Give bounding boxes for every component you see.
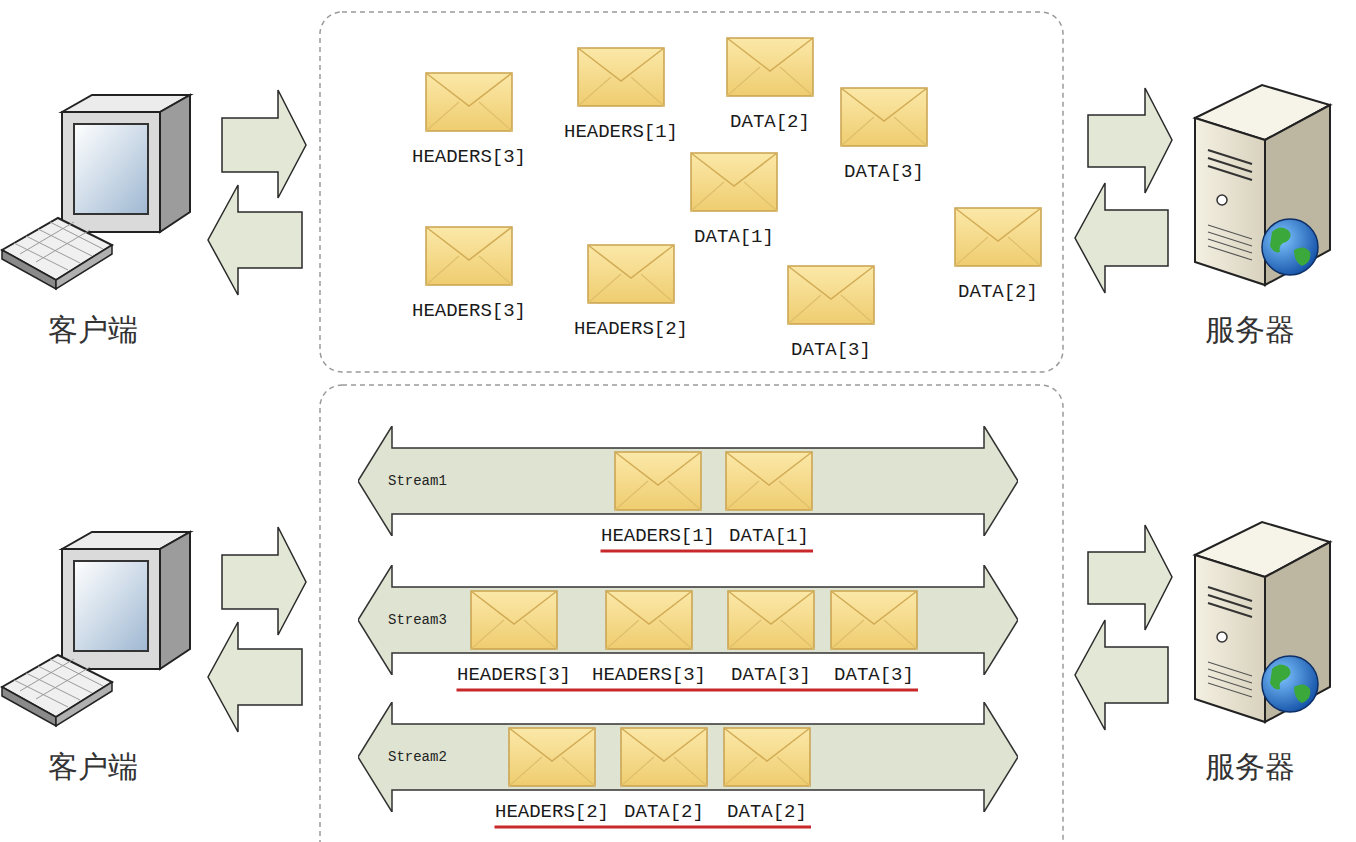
frame-label: HEADERS[2] bbox=[574, 318, 689, 340]
server: 服务器 bbox=[1180, 80, 1320, 348]
envelope-icon bbox=[587, 244, 675, 304]
frame-envelope: DATA[2] bbox=[723, 727, 811, 823]
envelope-icon bbox=[727, 590, 815, 650]
frame-envelope: DATA[1] bbox=[690, 152, 778, 248]
frame-envelope: DATA[3] bbox=[727, 590, 815, 686]
frame-label: DATA[2] bbox=[954, 281, 1042, 303]
server-icon bbox=[1195, 522, 1330, 722]
frame-envelope: DATA[2] bbox=[620, 727, 708, 823]
envelope-icon bbox=[690, 152, 778, 212]
frame-envelope: DATA[1] bbox=[725, 451, 813, 547]
frame-envelope: HEADERS[1] bbox=[601, 451, 716, 547]
frame-envelope: DATA[3] bbox=[787, 265, 875, 361]
frame-envelope: HEADERS[3] bbox=[412, 72, 527, 168]
host-label: 客户端 bbox=[48, 312, 138, 348]
frame-envelope: HEADERS[1] bbox=[564, 47, 679, 143]
envelope-icon bbox=[723, 727, 811, 787]
frame-envelope: HEADERS[2] bbox=[495, 727, 610, 823]
stream-label: Stream3 bbox=[388, 609, 447, 631]
envelope-icon bbox=[620, 727, 708, 787]
envelope-icon bbox=[508, 727, 596, 787]
flow-arrows bbox=[208, 525, 1172, 732]
frame-envelope: DATA[3] bbox=[830, 590, 918, 686]
frame-label: DATA[1] bbox=[725, 525, 813, 547]
envelope-icon bbox=[840, 87, 928, 147]
envelope-icon bbox=[726, 37, 814, 97]
red-underline bbox=[495, 826, 812, 829]
frame-label: HEADERS[3] bbox=[412, 300, 527, 322]
client-computer: 客户端 bbox=[0, 522, 186, 785]
stream-band: Stream2HEADERS[2]DATA[2]DATA[2] bbox=[358, 702, 1018, 812]
dashed-region bbox=[320, 12, 1063, 372]
envelope-icon bbox=[470, 590, 558, 650]
frame-label: HEADERS[3] bbox=[592, 664, 707, 686]
envelope-icon bbox=[830, 590, 918, 650]
frame-envelope: HEADERS[3] bbox=[412, 226, 527, 322]
frame-label: HEADERS[3] bbox=[412, 146, 527, 168]
frame-envelope: HEADERS[3] bbox=[457, 590, 572, 686]
dashed-region bbox=[320, 385, 1063, 842]
frame-label: HEADERS[1] bbox=[564, 121, 679, 143]
frame-label: DATA[2] bbox=[723, 801, 811, 823]
band-outline bbox=[358, 426, 1018, 536]
frame-envelope: DATA[2] bbox=[726, 37, 814, 133]
host-label: 客户端 bbox=[48, 749, 138, 785]
computer-icon bbox=[2, 532, 190, 726]
frame-label: HEADERS[1] bbox=[601, 525, 716, 547]
stream-band: Stream1HEADERS[1]DATA[1] bbox=[358, 426, 1018, 536]
frame-label: DATA[3] bbox=[787, 339, 875, 361]
envelope-icon bbox=[954, 207, 1042, 267]
red-underline bbox=[457, 689, 919, 692]
host-label: 服务器 bbox=[1205, 749, 1295, 785]
host-label: 服务器 bbox=[1205, 312, 1295, 348]
frame-label: DATA[3] bbox=[727, 664, 815, 686]
band-outline bbox=[358, 565, 1018, 675]
envelope-icon bbox=[787, 265, 875, 325]
frame-label: DATA[2] bbox=[620, 801, 708, 823]
envelope-icon bbox=[425, 226, 513, 286]
stream-label: Stream1 bbox=[388, 470, 447, 492]
frame-envelope: HEADERS[2] bbox=[574, 244, 689, 340]
envelope-icon bbox=[577, 47, 665, 107]
server-icon bbox=[1195, 85, 1330, 285]
red-underline bbox=[601, 550, 814, 553]
server: 服务器 bbox=[1180, 517, 1320, 785]
client-computer: 客户端 bbox=[0, 85, 186, 348]
envelope-icon bbox=[605, 590, 693, 650]
frame-label: DATA[3] bbox=[840, 161, 928, 183]
flow-arrows bbox=[208, 88, 1172, 295]
frame-envelope: DATA[2] bbox=[954, 207, 1042, 303]
envelope-icon bbox=[614, 451, 702, 511]
envelope-icon bbox=[425, 72, 513, 132]
frame-label: DATA[3] bbox=[830, 664, 918, 686]
band-outline bbox=[358, 702, 1018, 812]
envelope-icon bbox=[725, 451, 813, 511]
stream-band: Stream3HEADERS[3]HEADERS[3]DATA[3]DATA[3… bbox=[358, 565, 1018, 675]
frame-label: DATA[1] bbox=[690, 226, 778, 248]
frame-label: DATA[2] bbox=[726, 111, 814, 133]
stream-label: Stream2 bbox=[388, 746, 447, 768]
frame-envelope: HEADERS[3] bbox=[592, 590, 707, 686]
computer-icon bbox=[2, 95, 190, 289]
frame-label: HEADERS[2] bbox=[495, 801, 610, 823]
frame-label: HEADERS[3] bbox=[457, 664, 572, 686]
frame-envelope: DATA[3] bbox=[840, 87, 928, 183]
